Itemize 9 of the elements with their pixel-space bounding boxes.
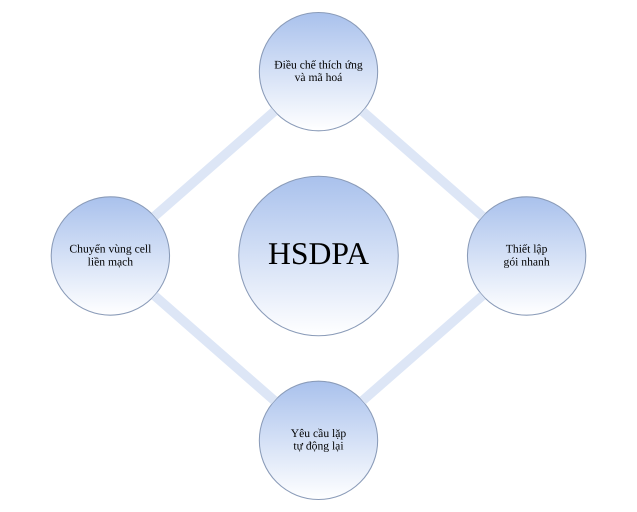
connector [360,108,486,220]
node-circle: Thiết lập gói nhanh [466,196,586,316]
node-circle: Chuyển vùng cell liền mạch [50,196,170,316]
connector [151,292,278,404]
node-circle: Yêu cầu lặp tự động lại [258,380,378,500]
node-circle: Điều chế thích ứng và mã hoá [258,12,378,132]
connector [359,292,486,404]
connector [151,108,278,220]
node-circle: HSDPA [238,176,399,336]
